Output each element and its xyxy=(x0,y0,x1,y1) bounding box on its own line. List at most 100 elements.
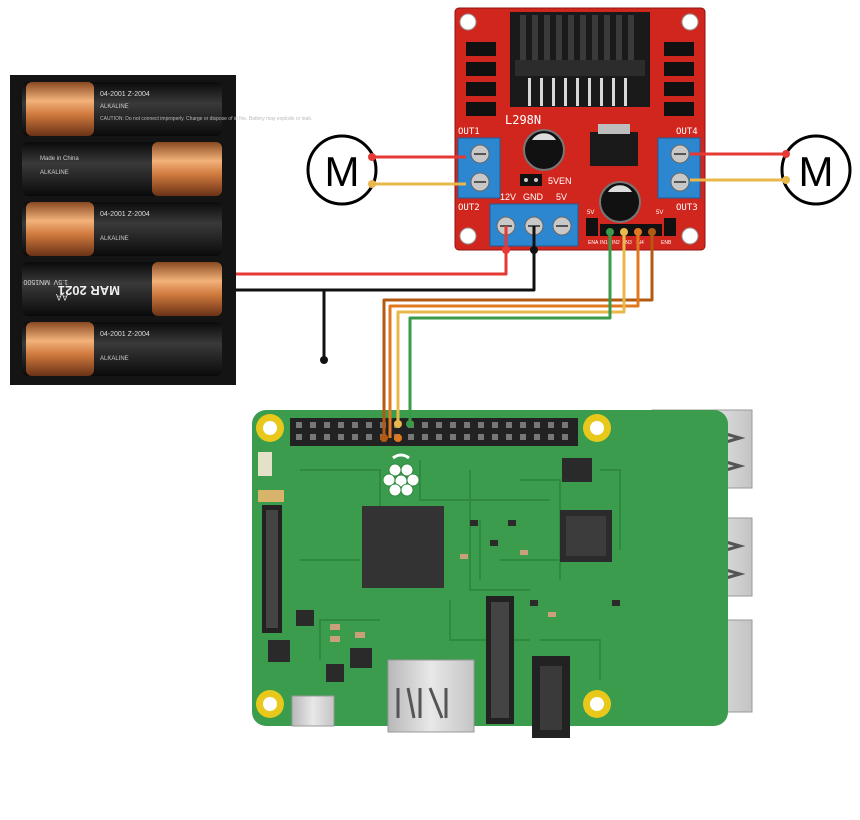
battery-cell-5: 04-2001 Z-2004 ALKALINE xyxy=(22,322,222,376)
battery-cell-2: Made in China ALKALINE xyxy=(22,142,222,196)
gpio-pin xyxy=(296,434,302,440)
gpio-pin xyxy=(464,422,470,428)
battery-type-text: AA xyxy=(56,292,68,302)
motor-icon xyxy=(780,134,852,206)
out2-label: OUT2 xyxy=(458,203,480,213)
voltage-regulator xyxy=(590,132,638,166)
battery-standard-text-5: 04-2001 Z-2004 xyxy=(100,331,150,338)
gpio-pin xyxy=(548,422,554,428)
gpio-pin xyxy=(436,422,442,428)
motor-left: M xyxy=(306,134,378,206)
motor-left-label: M xyxy=(325,148,360,195)
battery-chemistry-text-3: ALKALINE xyxy=(100,236,129,242)
l298n-driver-board: L298N 5VEN OUT1 OUT2 OUT4 OUT3 xyxy=(454,7,706,251)
gpio-pin xyxy=(450,422,456,428)
gpio-pin xyxy=(450,434,456,440)
gnd-label: GND xyxy=(523,192,544,202)
gpio-pin xyxy=(338,434,344,440)
gpio-pin xyxy=(562,422,568,428)
gpio-pin xyxy=(422,434,428,440)
battery-cell-3: 04-2001 Z-2004 ALKALINE xyxy=(22,202,222,256)
header-5v-right-label: 5V xyxy=(656,210,663,216)
diode-array-left xyxy=(466,42,496,116)
gpio-pin xyxy=(408,434,414,440)
heatsink xyxy=(510,12,650,107)
gpio-pin xyxy=(310,434,316,440)
gpio-pin xyxy=(562,434,568,440)
battery-voltage-text: 1.5V xyxy=(53,278,68,285)
pin-label-in3: IN3 xyxy=(624,240,632,246)
pi-pcb xyxy=(252,410,728,726)
gpio-pin xyxy=(478,434,484,440)
gpio-pin xyxy=(422,422,428,428)
pi-mounting-holes xyxy=(256,414,611,718)
gpio-pin xyxy=(338,422,344,428)
gpio-pin xyxy=(478,422,484,428)
gpio-pin xyxy=(366,434,372,440)
12v-label: 12V xyxy=(500,192,516,202)
pin-label-ena: ENA xyxy=(588,240,599,246)
battery-expiry-text: MAR 2021 xyxy=(58,283,120,298)
mounting-hole-icon xyxy=(459,13,477,31)
gpio-pin xyxy=(352,422,358,428)
control-pin-labels: ENA IN1 IN2 IN3 IN4 ENB xyxy=(588,240,672,246)
battery-cell-1: 04-2001 Z-2004 ALKALINE CAUTION: Do not … xyxy=(22,82,312,136)
battery-pack: 04-2001 Z-2004 ALKALINE CAUTION: Do not … xyxy=(10,75,312,385)
battery-made-in-text: Made in China xyxy=(40,156,79,162)
pin-label-in1: IN1 xyxy=(600,240,608,246)
gpio-pin xyxy=(520,434,526,440)
gpio-pin xyxy=(506,434,512,440)
gpio-pin xyxy=(492,434,498,440)
capacitor-stripe-icon xyxy=(608,185,632,192)
gpio-pin xyxy=(464,434,470,440)
power-header xyxy=(258,490,284,502)
gpio-pin xyxy=(506,422,512,428)
control-wire-dark-orange xyxy=(382,232,654,438)
motor-right: M xyxy=(780,134,852,206)
battery-cell-4: MAR 2021 AA 1.5V MN1500 xyxy=(22,262,222,316)
motor-icon xyxy=(306,134,378,206)
soc-chip xyxy=(362,506,444,588)
control-wire-green xyxy=(408,232,612,424)
pin-label-in2: IN2 xyxy=(612,240,620,246)
mounting-hole-icon xyxy=(681,13,699,31)
battery-caution-text: CAUTION: Do not connect improperly. Char… xyxy=(100,116,312,122)
out1-out2-terminal xyxy=(457,137,501,199)
hdmi-port xyxy=(387,659,475,733)
gpio-pin xyxy=(296,422,302,428)
smd-components xyxy=(268,458,620,682)
capacitors-small xyxy=(330,550,556,642)
gpio-header xyxy=(290,418,578,446)
raspberry-pi-board xyxy=(252,409,753,738)
out3-out4-terminal xyxy=(657,137,701,199)
capacitor-stripe-icon xyxy=(532,133,556,140)
header-5v-left-label: 5V xyxy=(587,210,594,216)
motor-right-label: M xyxy=(799,148,834,195)
out4-label: OUT4 xyxy=(676,127,698,137)
hdmi-symbol-icon xyxy=(396,687,448,719)
5ven-jumper[interactable] xyxy=(520,174,542,186)
mounting-hole-icon xyxy=(681,227,699,245)
out1-label: OUT1 xyxy=(458,127,480,137)
5ven-label: 5VEN xyxy=(548,176,572,186)
control-wire-yellow xyxy=(396,232,626,424)
5v-label: 5V xyxy=(556,192,567,202)
gpio-pin xyxy=(352,434,358,440)
wires xyxy=(236,152,786,438)
battery-model-text: MN1500 xyxy=(23,278,50,285)
micro-usb-power xyxy=(291,695,335,727)
status-led xyxy=(258,452,272,476)
gpio-pin xyxy=(520,422,526,428)
gpio-pin xyxy=(534,434,540,440)
mounting-hole-icon xyxy=(459,227,477,245)
battery-positive-wire xyxy=(236,226,508,276)
control-pin-header xyxy=(586,218,676,236)
battery-chemistry-text: ALKALINE xyxy=(100,104,129,110)
battery-chemistry-text-2: ALKALINE xyxy=(40,170,69,176)
out3-label: OUT3 xyxy=(676,203,698,213)
raspberry-logo-icon xyxy=(382,453,420,497)
control-wire-orange xyxy=(388,232,640,438)
battery-chemistry-text-5: ALKALINE xyxy=(100,356,129,362)
battery-standard-text: 04-2001 Z-2004 xyxy=(100,91,150,98)
gpio-pin xyxy=(310,422,316,428)
